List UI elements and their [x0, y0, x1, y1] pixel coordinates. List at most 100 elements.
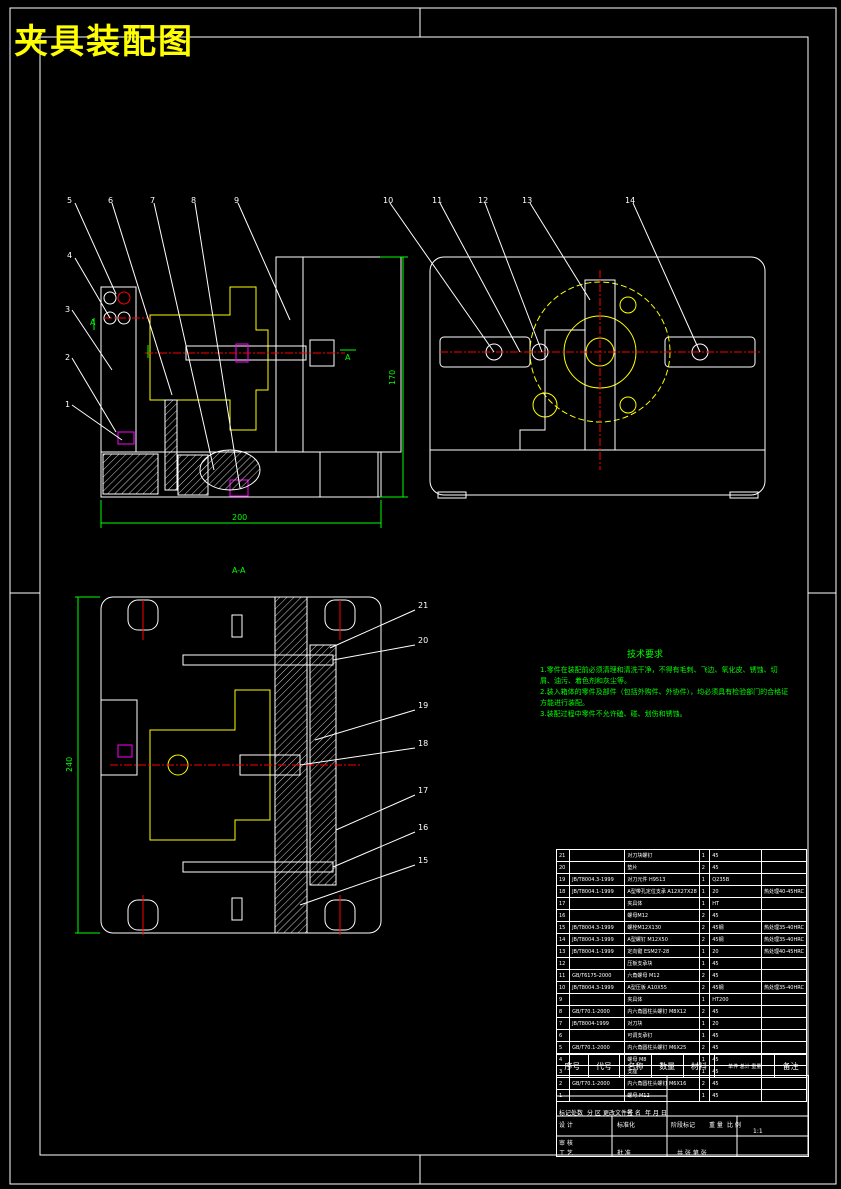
callout-1: 1: [65, 400, 70, 409]
bom-cell-code: JB/T8004.3-1999: [569, 981, 626, 994]
bom-cell-name: 压板支承块: [624, 957, 700, 970]
bom-cell-no: 11: [555, 969, 571, 982]
bom-cell-note: [760, 849, 808, 862]
callout-21: 21: [418, 601, 428, 610]
section-mark-right: A: [345, 353, 351, 362]
bom-cell-name: 定向键 ESM27-28: [624, 945, 700, 958]
bom-cell-material: 45: [709, 1005, 762, 1018]
side-view: 5 4 3 2 1 6 7 8 9 200 170 A A: [65, 196, 408, 528]
tb-scale: 比 例: [727, 1122, 741, 1129]
bom-cell-no: 9: [555, 993, 571, 1006]
tb-change: 更改文件号: [603, 1110, 634, 1117]
bom-cell-code: [569, 993, 626, 1006]
bom-cell-code: GB/T6175-2000: [569, 969, 626, 982]
tb-zone: 分 区: [587, 1110, 601, 1117]
bom-cell-name: 内六角圆柱头螺钉 M8X12: [624, 1005, 700, 1018]
top-view: 10 11 12 13 14: [383, 196, 766, 499]
tb-standard: 标准化: [617, 1122, 636, 1129]
bom-cell-code: [569, 897, 626, 910]
tb-sign: 签 名: [627, 1110, 641, 1117]
tb-weight: 重 量: [709, 1122, 723, 1129]
bom-cell-qty: 2: [698, 861, 711, 874]
bom-cell-code: JB/T8004-1999: [569, 1017, 626, 1030]
bom-cell-name: 内六角圆柱头螺钉 M6X25: [624, 1041, 700, 1054]
bom-cell-material: 20: [709, 1017, 762, 1030]
callout-16: 16: [418, 823, 428, 832]
bom-cell-no: 15: [555, 921, 571, 934]
bom-cell-material: 45: [709, 957, 762, 970]
bom-cell-no: 16: [555, 909, 571, 922]
bom-cell-note: 热处理40-45HRC: [760, 945, 808, 958]
bom-cell-qty: 1: [698, 897, 711, 910]
bom-cell-no: 19: [555, 873, 571, 886]
tb-review: 审 核: [559, 1140, 573, 1147]
bom-cell-name: 对刀块: [624, 1017, 700, 1030]
bom-cell-note: [760, 1017, 808, 1030]
bom-cell-name: 夹具体: [624, 897, 700, 910]
bom-cell-no: 14: [555, 933, 571, 946]
bom-cell-note: 热处理35-40HRC: [760, 981, 808, 994]
bom-cell-note: [760, 969, 808, 982]
section-label: A-A: [232, 566, 246, 575]
bom-cell-material: 45: [709, 969, 762, 982]
tech-heading: 技术要求: [626, 650, 663, 660]
bom-header: 序号 代号 名称 数量 材料 单件 总计 重量 备注: [556, 1054, 807, 1078]
bom-cell-name: 六角螺母 M12: [624, 969, 700, 982]
tb-count: 处数: [571, 1110, 584, 1117]
callout-4: 4: [67, 251, 72, 260]
bom-cell-qty: 2: [698, 981, 711, 994]
bom-cell-qty: 2: [698, 921, 711, 934]
bom-cell-no: 20: [555, 861, 571, 874]
tb-approve: 批 准: [617, 1150, 631, 1157]
bom-cell-code: JB/T8004.3-1999: [569, 933, 626, 946]
bom-cell-qty: 2: [698, 909, 711, 922]
callout-18: 18: [418, 739, 428, 748]
bom-cell-material: 45: [709, 1089, 762, 1102]
bom-cell-note: [760, 993, 808, 1006]
bom-header-weight: 单件 总计 重量: [714, 1054, 776, 1078]
bom-cell-name: A型压板 A10X55: [624, 981, 700, 994]
outer-frame: [9, 7, 837, 1185]
bom-cell-qty: 2: [698, 1041, 711, 1054]
technical-requirements: 技术要求 1.零件在装配前必须清理和清洗干净，不得有毛刺、飞边、氧化皮、锈蚀、切…: [540, 650, 790, 720]
bom-cell-material: 45: [709, 1029, 762, 1042]
bom-cell-qty: 2: [698, 933, 711, 946]
bom-cell-name: 可调支承钉: [624, 1029, 700, 1042]
bom-cell-qty: 2: [698, 1005, 711, 1018]
bom-cell-qty: 1: [698, 885, 711, 898]
bom-cell-material: HT200: [709, 993, 762, 1006]
bom-cell-name: A型带孔定位支承 A12X27X28: [624, 885, 700, 898]
callout-13: 13: [522, 196, 532, 205]
tb-stage: 阶段标记: [671, 1122, 696, 1129]
bom-cell-note: [760, 1029, 808, 1042]
callout-7: 7: [150, 196, 155, 205]
bom-cell-note: 热处理35-40HRC: [760, 921, 808, 934]
section-dim-height: 240: [65, 757, 74, 772]
bom-cell-name: 螺栓M12X130: [624, 921, 700, 934]
callout-6: 6: [108, 196, 113, 205]
drawing-title: 夹具装配图: [14, 22, 194, 62]
bom-cell-note: [760, 861, 808, 874]
bom-cell-note: [760, 957, 808, 970]
bom-cell-name: 对刀元件 H9513: [624, 873, 700, 886]
bom-cell-name: 夹具体: [624, 993, 700, 1006]
bom-cell-qty: 1: [698, 945, 711, 958]
bom-cell-code: [569, 1029, 626, 1042]
bom-cell-code: JB/T8004.3-1999: [569, 921, 626, 934]
tech-line-2: 2.装入箱体的零件及部件（包括外购件、外协件），均必须具有检验部门的合格证方能进…: [540, 688, 789, 707]
bom-cell-note: [760, 897, 808, 910]
tb-design: 设 计: [559, 1122, 573, 1129]
bom-cell-material: 20: [709, 945, 762, 958]
callout-2: 2: [65, 353, 70, 362]
bom-cell-qty: 1: [698, 1089, 711, 1102]
tech-line-3: 3.装配过程中零件不允许磕、碰、划伤和锈蚀。: [540, 710, 687, 718]
